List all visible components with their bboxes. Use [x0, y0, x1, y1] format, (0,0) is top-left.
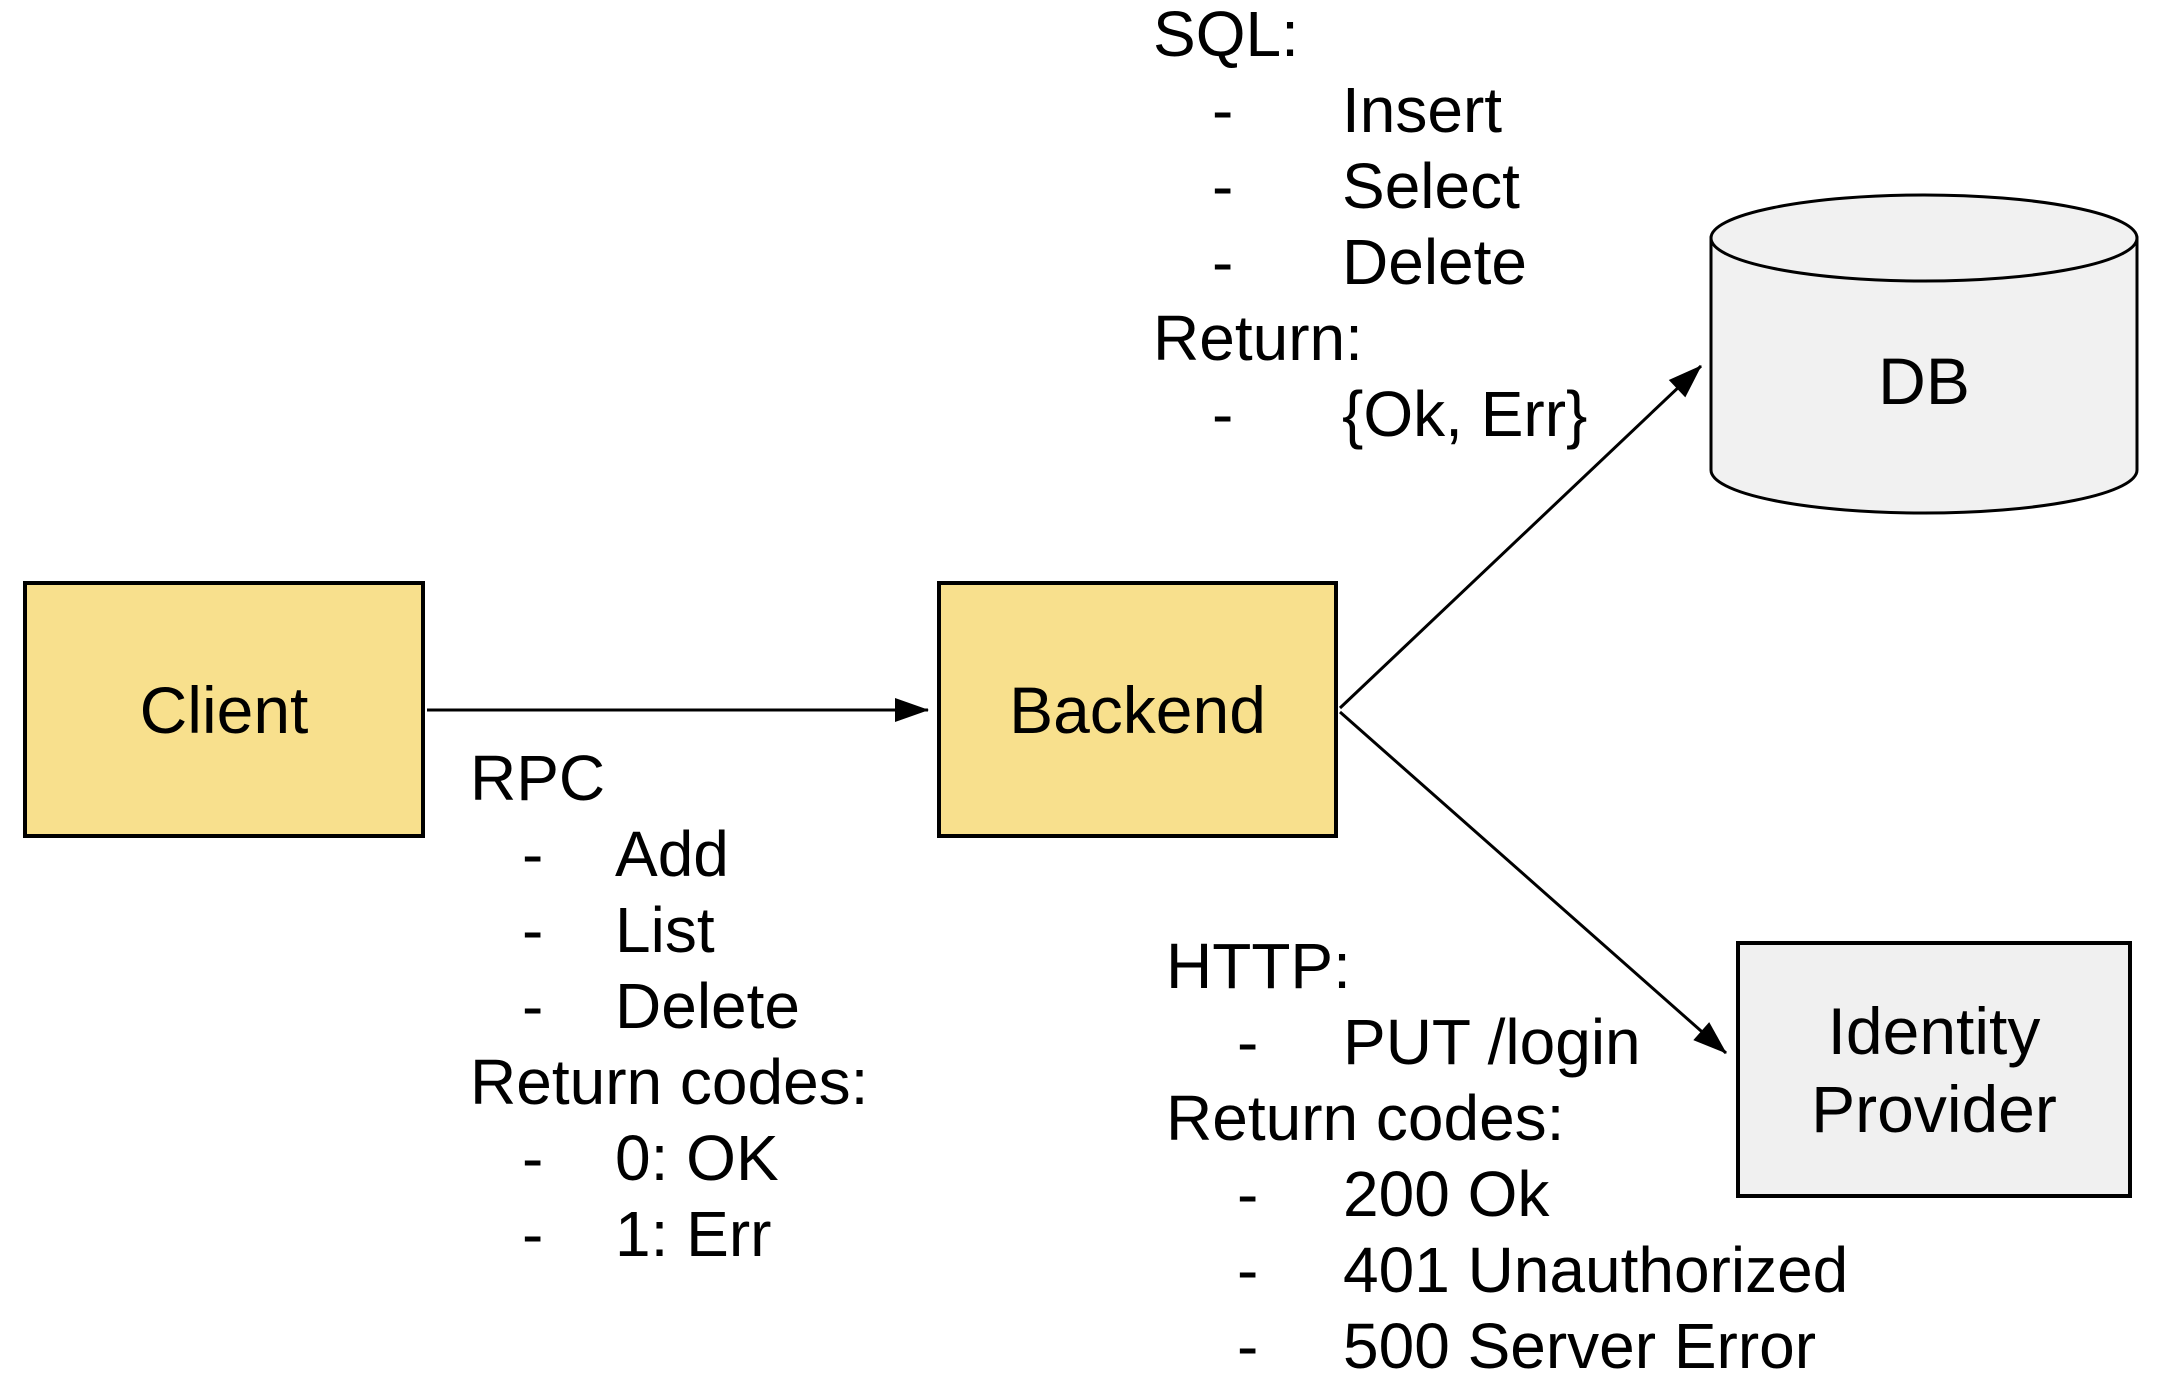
client-node: Client: [23, 581, 425, 838]
arrow-backend-to-identity-provider: [1339, 710, 1727, 1055]
annotation-bullet: -401 Unauthorized: [1237, 1234, 1849, 1306]
bullet-dash: -: [522, 1122, 544, 1194]
bullet-dash: -: [1212, 226, 1234, 298]
annotation-bullet: -200 Ok: [1237, 1158, 1550, 1230]
annotation-bullet: -Delete: [522, 970, 800, 1042]
annotation-bullet: -Delete: [1212, 226, 1527, 298]
annotation-heading: Return codes:: [470, 1046, 869, 1118]
annotation-bullet: -List: [522, 894, 715, 966]
backend-node: Backend: [937, 581, 1338, 838]
identity-provider-node: Identity Provider: [1736, 941, 2132, 1198]
bullet-dash: -: [1237, 1158, 1259, 1230]
bullet-dash: -: [1237, 1234, 1259, 1306]
bullet-dash: -: [1237, 1310, 1259, 1382]
bullet-dash: -: [522, 818, 544, 890]
client-node-label: Client: [139, 672, 309, 747]
bullet-dash: -: [1212, 150, 1234, 222]
db-node-label: DB: [1878, 344, 1970, 418]
bullet-dash: -: [522, 1198, 544, 1270]
db-cylinder-icon: [1709, 193, 2139, 515]
annotation-heading: Return codes:: [1166, 1082, 1565, 1154]
arrow-backend-to-db: [1338, 364, 1703, 710]
annotation-bullet: -1: Err: [522, 1198, 772, 1270]
annotation-heading: RPC: [470, 742, 606, 814]
bullet-dash: -: [522, 970, 544, 1042]
bullet-dash: -: [1212, 378, 1234, 450]
annotation-bullet: -Insert: [1212, 74, 1503, 146]
annotation-bullet: -{Ok, Err}: [1212, 378, 1588, 450]
annotation-bullet: -PUT /login: [1237, 1006, 1641, 1078]
annotation-heading: Return:: [1153, 302, 1363, 374]
annotation-bullet: -Add: [522, 818, 729, 890]
http-annotation-block: HTTP: -PUT /login Return codes: -200 Ok …: [1166, 928, 1848, 1384]
sql-annotation-block: SQL: -Insert -Select -Delete Return: -{O…: [1153, 0, 1587, 452]
identity-provider-node-label: Identity Provider: [1811, 993, 2057, 1146]
annotation-bullet: -Select: [1212, 150, 1520, 222]
bullet-dash: -: [1212, 74, 1234, 146]
rpc-annotation-block: RPC -Add -List -Delete Return codes: -0:…: [470, 740, 868, 1272]
backend-node-label: Backend: [1009, 672, 1266, 747]
annotation-bullet: -0: OK: [522, 1122, 779, 1194]
annotation-heading: SQL:: [1153, 0, 1299, 70]
annotation-heading: HTTP:: [1166, 930, 1351, 1002]
annotation-bullet: -500 Server Error: [1237, 1310, 1817, 1382]
bullet-dash: -: [522, 894, 544, 966]
bullet-dash: -: [1237, 1006, 1259, 1078]
